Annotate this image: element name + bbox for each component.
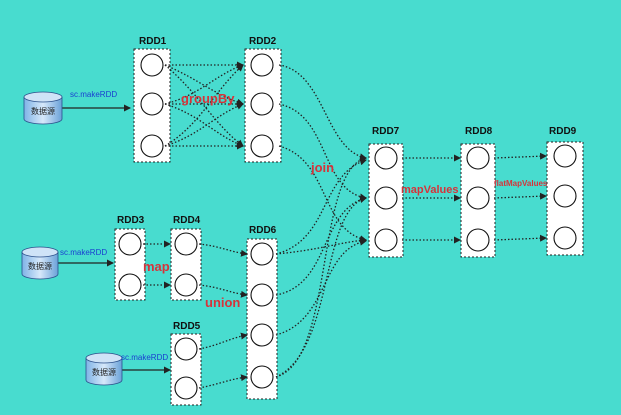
- data-source-label: 数据源: [31, 106, 55, 116]
- connections: [57, 61, 547, 389]
- mapvalues-label: mapValues: [401, 184, 458, 196]
- join-edges: [275, 64, 367, 378]
- makerdd-label: sc.makeRDD: [121, 353, 168, 362]
- rdd6-partition: [250, 365, 274, 389]
- rdd8-partition: [466, 228, 490, 252]
- union-label: union: [205, 295, 240, 310]
- rdd2-partition: [250, 134, 274, 158]
- groupby-edges: [164, 61, 244, 150]
- rdd1-partition: [140, 92, 164, 116]
- rdd-labels: RDD1 RDD2 RDD3 RDD4 RDD5 RDD6 RDD7 RDD8 …: [117, 36, 577, 332]
- rdd5-partition: [174, 337, 198, 361]
- rdd3-label: RDD3: [117, 215, 145, 226]
- rdd6-partition: [250, 323, 274, 347]
- rdd4-label: RDD4: [173, 215, 201, 226]
- rdd7-partition: [374, 228, 398, 252]
- mapvalues-edges: [402, 154, 461, 244]
- groupby-label: groupBy: [181, 91, 235, 106]
- rdd5-label: RDD5: [173, 321, 201, 332]
- data-source-1: 数据源 sc.makeRDD: [23, 90, 117, 125]
- rdd1-partition: [140, 134, 164, 158]
- flatmapvalues-label: flatMapValues: [494, 179, 548, 188]
- makerdd-label: sc.makeRDD: [70, 90, 117, 99]
- rdd9-label: RDD9: [549, 126, 577, 137]
- rdd7-partition: [374, 146, 398, 170]
- rdd8-label: RDD8: [465, 126, 493, 137]
- rdd1-label: RDD1: [139, 36, 167, 47]
- map-label: map: [143, 259, 170, 274]
- rdd4-partition: [174, 273, 198, 297]
- rdd3-partition: [118, 232, 142, 256]
- rdd2-partition: [250, 53, 274, 77]
- rdd7-label: RDD7: [372, 126, 400, 137]
- partitions: [118, 53, 577, 400]
- data-source-2: 数据源 sc.makeRDD: [21, 246, 107, 280]
- database-icon: [23, 91, 63, 125]
- makerdd-label: sc.makeRDD: [60, 248, 107, 257]
- rdd8-partition: [466, 186, 490, 210]
- rdd2-partition: [250, 92, 274, 116]
- database-icon: [85, 352, 123, 386]
- rdd1-partition: [140, 53, 164, 77]
- rdd9-partition: [553, 226, 577, 250]
- map-edges: [143, 240, 171, 289]
- join-label: join: [310, 160, 334, 175]
- rdd7-partition: [374, 186, 398, 210]
- rdd5-partition: [174, 376, 198, 400]
- database-icon: [21, 246, 59, 280]
- operation-labels: groupBy join map union mapValues flatMap…: [143, 91, 548, 310]
- flatmapvalues-edges: [493, 152, 547, 242]
- rdd6-label: RDD6: [249, 225, 277, 236]
- union-edges: [198, 243, 248, 389]
- rdd3-partition: [118, 273, 142, 297]
- data-source-3: 数据源 sc.makeRDD: [85, 352, 168, 386]
- data-source-label: 数据源: [92, 367, 116, 377]
- rdd2-label: RDD2: [249, 36, 277, 47]
- rdd9-partition: [553, 184, 577, 208]
- rdd4-partition: [174, 232, 198, 256]
- data-source-label: 数据源: [28, 261, 52, 271]
- rdd9-partition: [553, 144, 577, 168]
- rdd6-partition: [250, 283, 274, 307]
- rdd6-partition: [250, 242, 274, 266]
- rdd8-partition: [466, 146, 490, 170]
